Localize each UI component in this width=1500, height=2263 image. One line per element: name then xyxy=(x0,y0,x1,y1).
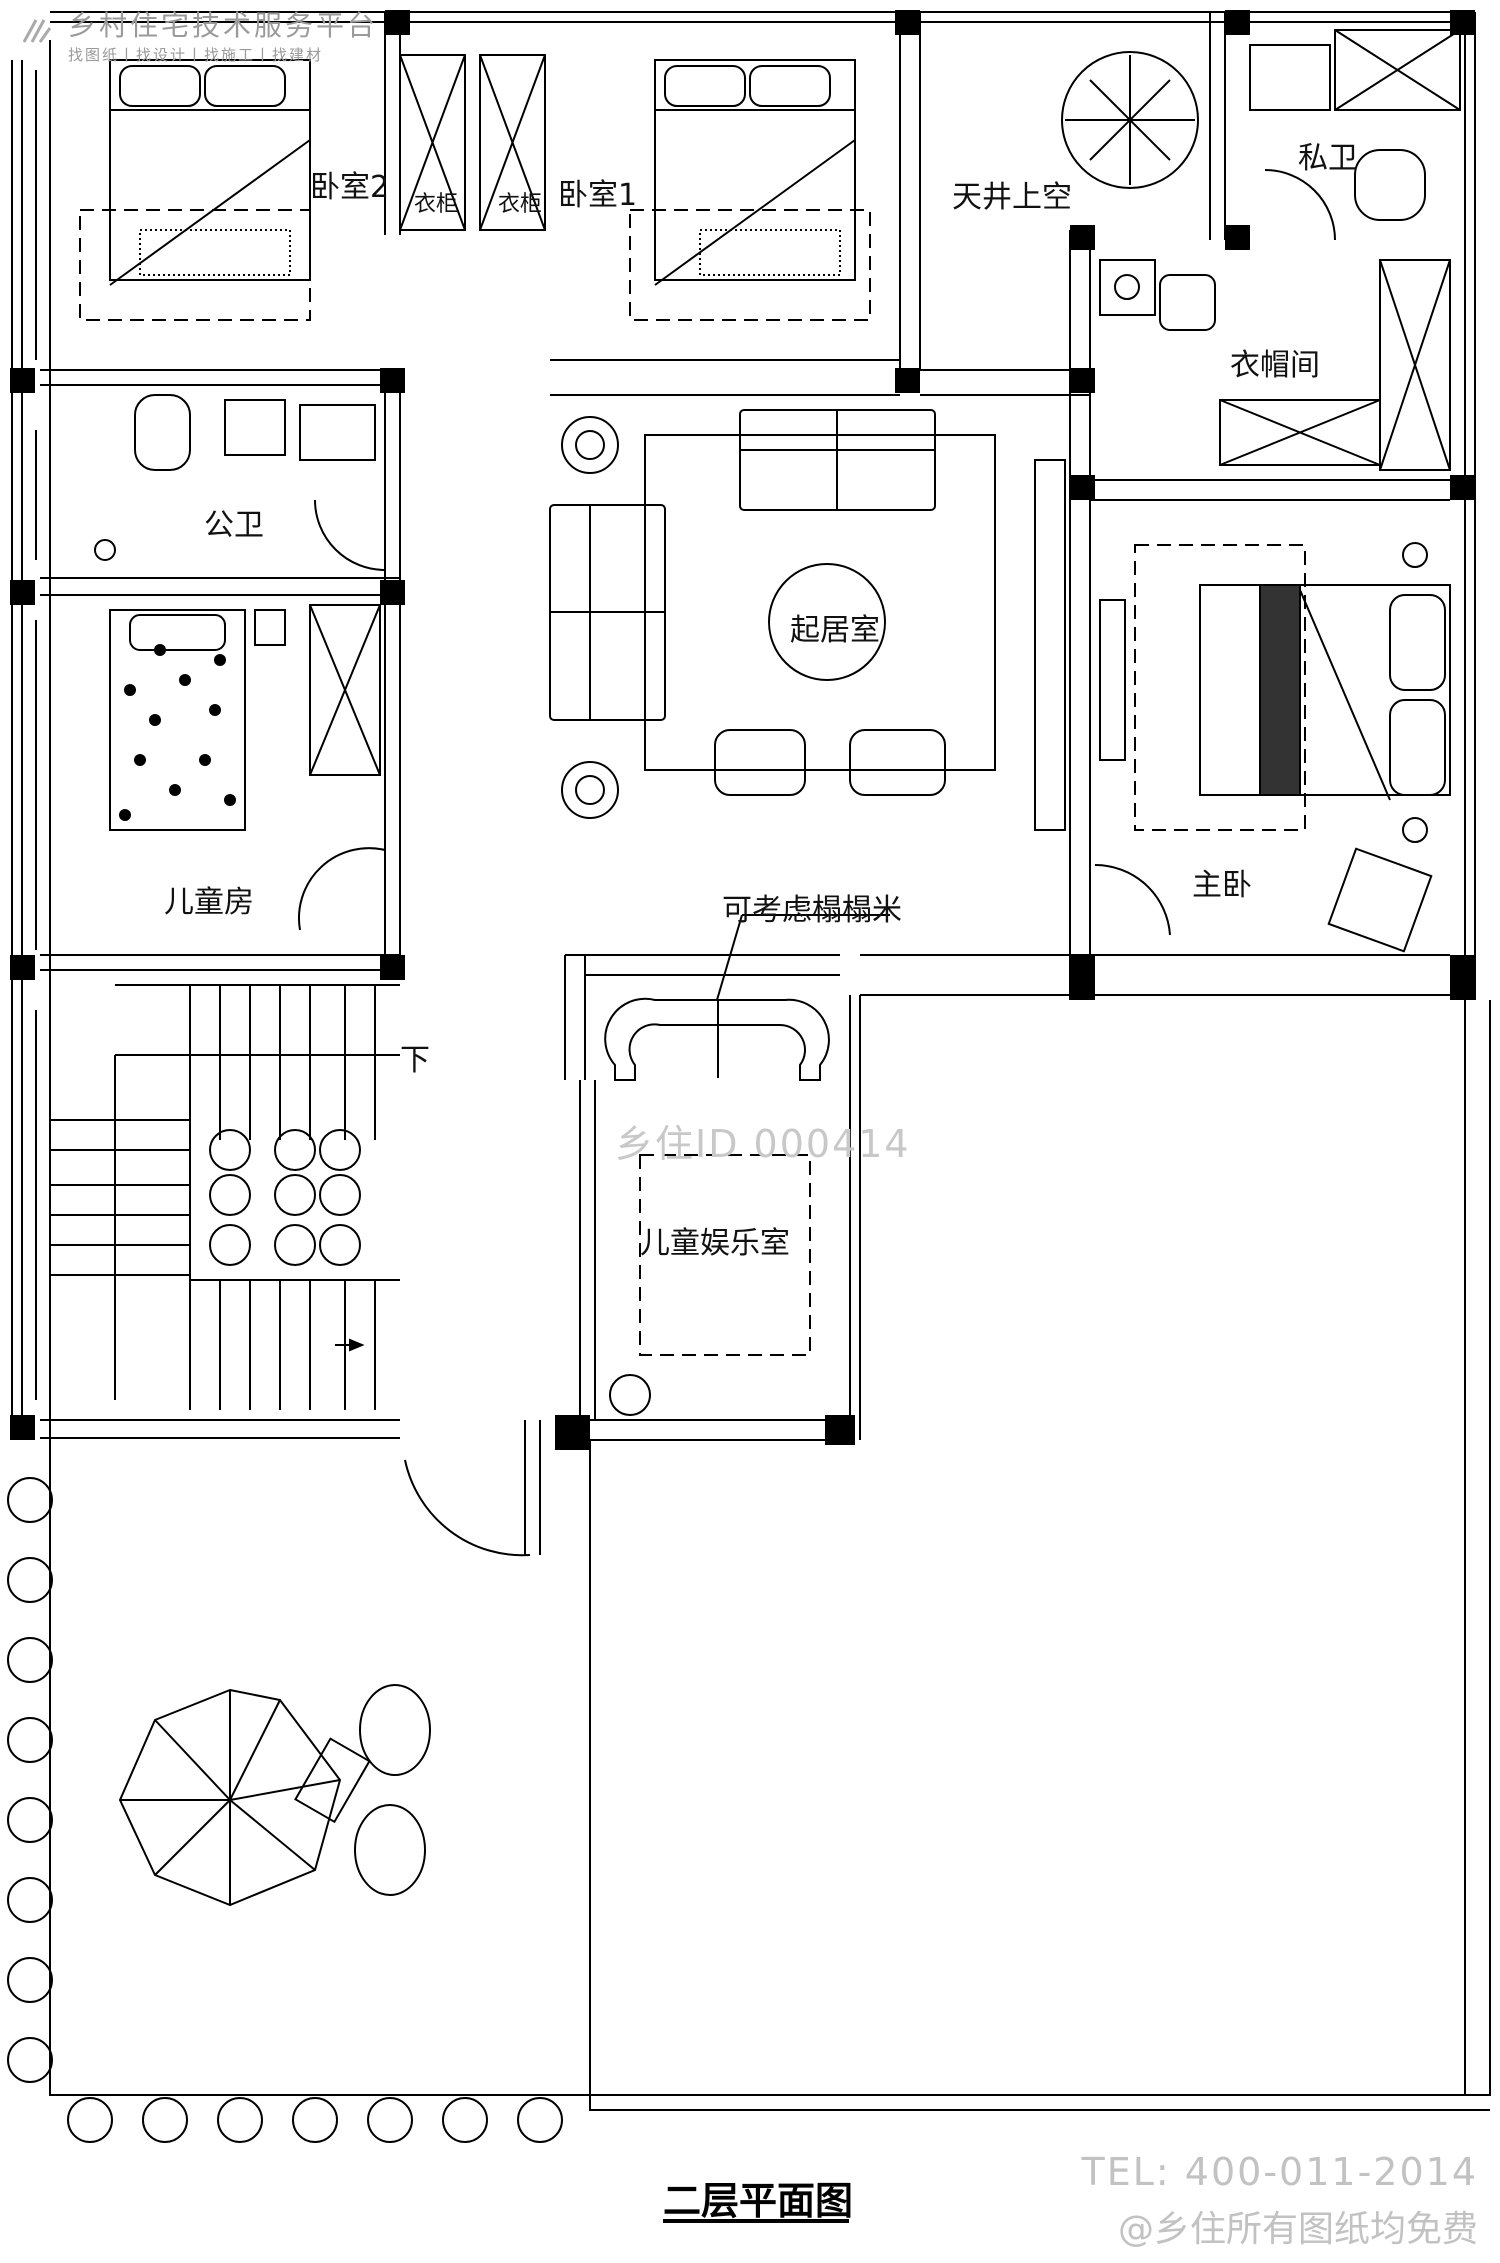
label-wardrobe-left: 衣柜 xyxy=(414,192,459,217)
platform-name: 乡村住宅技术服务平台 xyxy=(68,9,379,42)
platform-tagline: 找图纸丨找设计丨找施工丨找建材 xyxy=(68,46,324,64)
wall-bath-corridor xyxy=(384,370,401,955)
room-label-living: 起居室 xyxy=(790,613,880,648)
wall-master-bottom xyxy=(860,954,1450,996)
room-label-kids-playroom: 儿童娱乐室 xyxy=(640,1226,790,1261)
wall-kids-bottom xyxy=(40,954,400,971)
watermark-rights: @乡住所有图纸均免费 xyxy=(1117,2209,1478,2250)
terrace-outline xyxy=(49,1000,1491,2111)
room-label-public-bath: 公卫 xyxy=(204,508,264,543)
platform-watermark: 乡村住宅技术服务平台 找图纸丨找设计丨找施工丨找建材 xyxy=(18,4,378,65)
title-underline xyxy=(663,2219,849,2223)
room-label-kids-room: 儿童房 xyxy=(164,885,254,920)
wall-bath-h xyxy=(40,577,400,596)
stair-down-label: 下 xyxy=(400,1043,430,1078)
wall-stair-h xyxy=(40,1419,400,1439)
wall-cloak-left xyxy=(1069,230,1091,1000)
watermark-tel: TEL: 400-011-2014 xyxy=(1081,2150,1478,2194)
room-label-private-bath: 私卫 xyxy=(1298,141,1358,176)
columns xyxy=(10,10,1475,1450)
label-wardrobe-right: 衣柜 xyxy=(498,192,543,217)
planters xyxy=(7,1129,651,2143)
wall-corridor-h xyxy=(40,359,1090,396)
decor xyxy=(119,644,236,821)
plan-title: 二层平面图 xyxy=(663,2179,854,2223)
room-label-cloakroom: 衣帽间 xyxy=(1230,348,1320,383)
watermark-id: 乡住ID 000414 xyxy=(615,1122,911,1166)
note-tatami: 可考虑榻榻米 xyxy=(722,893,902,928)
room-label-bedroom1: 卧室1 xyxy=(558,178,638,213)
room-label-atrium: 天井上空 xyxy=(952,180,1072,215)
room-label-bedroom2: 卧室2 xyxy=(310,170,390,205)
platform-logo-icon xyxy=(22,19,52,43)
wall-atrium-right xyxy=(1209,12,1226,240)
exterior-wall-left xyxy=(11,40,51,1430)
room-label-master-bedroom: 主卧 xyxy=(1192,868,1252,903)
playroom-walls xyxy=(564,954,861,1441)
wall-bed1-right xyxy=(899,12,921,370)
wall-master-top xyxy=(1090,479,1450,501)
exterior-wall-right xyxy=(1464,12,1476,1000)
